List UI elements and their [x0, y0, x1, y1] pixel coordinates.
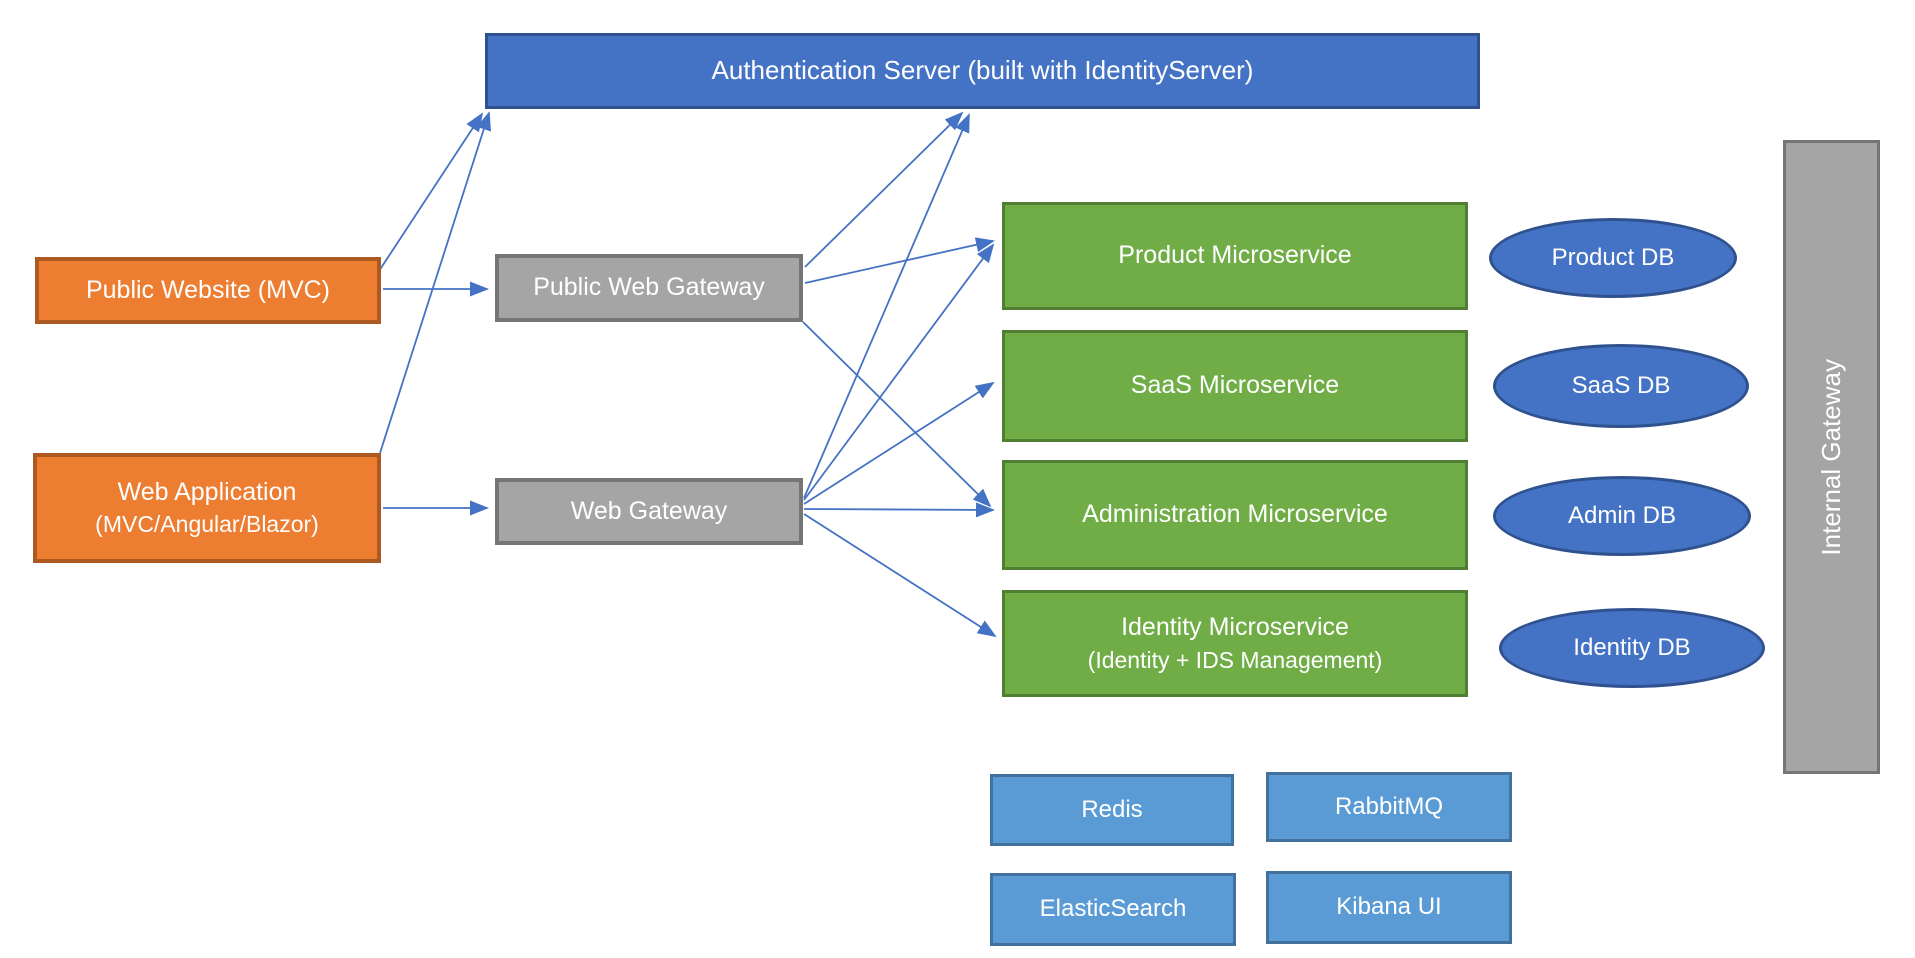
node-label: (Identity + IDS Management) [1087, 646, 1383, 673]
node-saas-db: SaaS DB [1493, 344, 1749, 428]
node-identity-db: Identity DB [1499, 608, 1765, 688]
node-label: ElasticSearch [1039, 895, 1187, 923]
node-public-website: Public Website (MVC) [35, 257, 381, 324]
node-label: Product Microservice [1118, 241, 1352, 270]
node-label: SaaS Microservice [1130, 371, 1340, 400]
edge-public-web-gateway-to-product-microservice [804, 237, 995, 284]
node-label: Product DB [1551, 243, 1675, 271]
node-label: Identity Microservice [1121, 613, 1349, 642]
node-admin-db: Admin DB [1493, 476, 1751, 556]
edge-web-gateway-to-identity-microservice [803, 513, 997, 638]
node-kibana-ui: Kibana UI [1266, 871, 1512, 944]
node-identity-microservice: Identity Microservice (Identity + IDS Man… [1002, 590, 1468, 697]
node-label: Web Application [117, 477, 297, 506]
node-elasticsearch: ElasticSearch [990, 873, 1236, 946]
node-product-microservice: Product Microservice [1002, 202, 1468, 310]
node-label: Administration Microservice [1082, 500, 1388, 529]
node-label: Internal Gateway [1815, 358, 1846, 556]
node-label: SaaS DB [1571, 371, 1671, 399]
node-label: Kibana UI [1336, 893, 1442, 921]
node-label: Public Web Gateway [533, 273, 765, 302]
edge-public-web-gateway-to-administration-microservice [802, 321, 992, 508]
edge-web-gateway-to-saas-microservice [803, 381, 995, 505]
node-label: Public Website (MVC) [85, 275, 331, 304]
node-auth-server: Authentication Server (built with Identi… [485, 33, 1480, 109]
edge-web-application-to-auth-server [379, 111, 491, 454]
node-rabbitmq: RabbitMQ [1266, 772, 1512, 842]
node-web-application: Web Application (MVC/Angular/Blazor) [33, 453, 381, 563]
node-label: Authentication Server (built with Identi… [711, 55, 1254, 86]
node-saas-microservice: SaaS Microservice [1002, 330, 1468, 442]
node-label: Web Gateway [570, 496, 728, 525]
node-administration-microservice: Administration Microservice [1002, 460, 1468, 570]
node-label: Admin DB [1567, 501, 1677, 529]
node-internal-gateway: Internal Gateway [1783, 140, 1880, 774]
edge-public-web-gateway-to-auth-server [804, 111, 964, 268]
node-public-web-gateway: Public Web Gateway [495, 254, 803, 322]
edge-web-gateway-to-auth-server [803, 113, 970, 499]
node-label: Identity DB [1573, 633, 1691, 661]
node-product-db: Product DB [1489, 218, 1737, 298]
node-label: (MVC/Angular/Blazor) [95, 511, 319, 538]
node-label: RabbitMQ [1334, 792, 1444, 820]
node-web-gateway: Web Gateway [495, 478, 803, 545]
edge-web-gateway-to-product-microservice [803, 243, 995, 501]
edge-public-website-to-auth-server [378, 112, 484, 272]
edge-web-gateway-to-administration-microservice [803, 502, 995, 518]
node-label: Redis [1081, 795, 1143, 823]
node-redis: Redis [990, 774, 1234, 846]
